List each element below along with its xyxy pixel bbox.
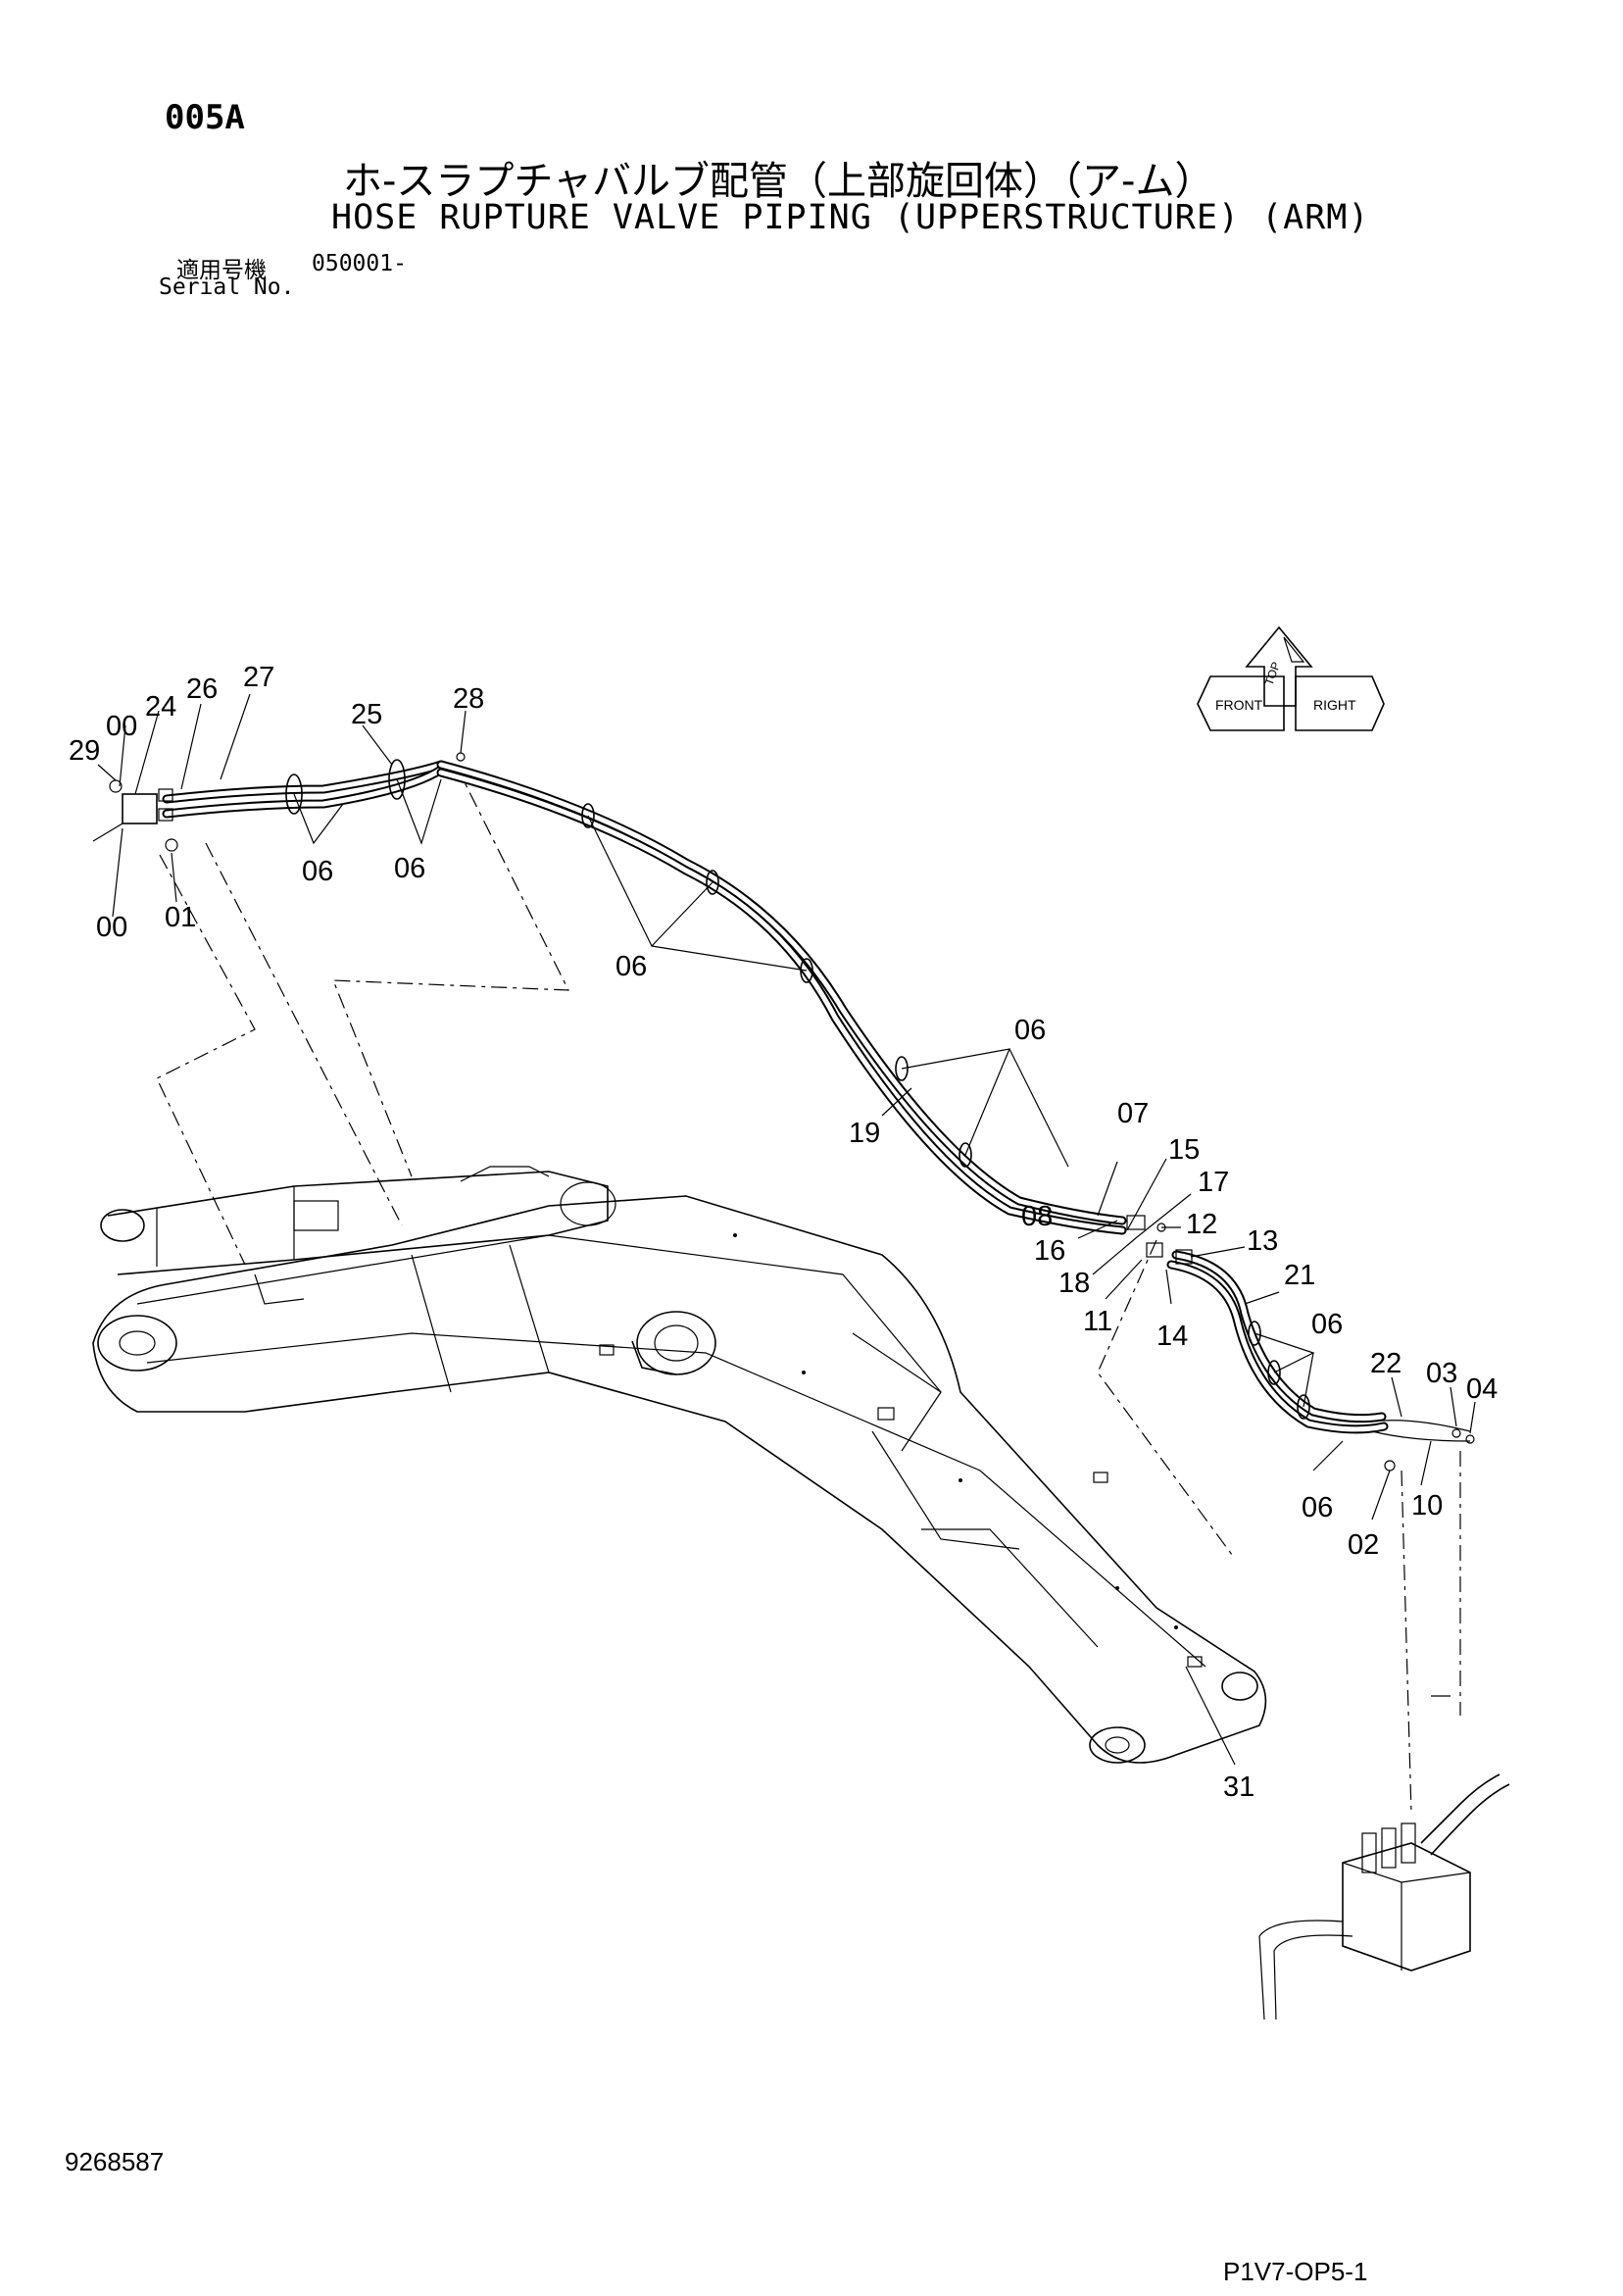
direction-indicator-icon: TOP FRONT RIGHT [1197,625,1385,731]
callout-18: 18 [1058,1268,1090,1299]
callout-06-e: 06 [1311,1309,1343,1340]
direction-front-label: FRONT [1215,697,1263,713]
callout-26: 26 [186,674,218,705]
part-callouts: 29 00 24 26 27 25 28 00 01 06 06 06 06 1… [69,662,1498,1803]
arm-structure [92,1166,1267,1764]
page-code: P1V7-OP5-1 [1223,2257,1368,2286]
callout-13: 13 [1247,1225,1278,1257]
callout-11: 11 [1083,1306,1112,1337]
callout-08: 08 [1021,1201,1053,1232]
title-japanese: ホ-スラプチャバルブ配管（上部旋回体）（ア-ム） [343,159,1214,204]
callout-12: 12 [1186,1209,1217,1240]
callout-01: 01 [165,902,196,933]
callout-31: 31 [1223,1772,1254,1803]
reference-lines [156,764,1461,1815]
callout-02: 02 [1348,1529,1379,1561]
callout-22: 22 [1370,1348,1402,1379]
callout-04: 04 [1466,1373,1498,1405]
callout-19: 19 [849,1118,880,1149]
callout-06-f: 06 [1302,1492,1333,1523]
callout-03: 03 [1426,1358,1457,1389]
document-number: 9268587 [65,2147,165,2176]
serial-label-english: Serial No. [159,275,295,300]
title-english: HOSE RUPTURE VALVE PIPING (UPPERSTRUCTUR… [331,198,1370,237]
callout-29: 29 [69,735,100,767]
callout-06-a: 06 [302,856,333,887]
callout-16: 16 [1034,1235,1065,1267]
callout-10: 10 [1411,1490,1443,1522]
callout-24: 24 [145,691,176,723]
section-code: 005A [165,98,245,137]
serial-label-japanese: 適用号機 [176,258,267,283]
callout-15: 15 [1168,1134,1200,1166]
callout-00-bottom: 00 [96,912,127,943]
callout-28: 28 [453,683,484,715]
callout-17: 17 [1198,1167,1229,1198]
direction-right-label: RIGHT [1313,697,1356,713]
callout-21: 21 [1284,1260,1315,1291]
callout-00-top: 00 [106,711,137,742]
callout-14: 14 [1156,1321,1188,1352]
callout-07: 07 [1117,1098,1149,1129]
serial-number-value: 050001- [312,251,407,276]
callout-leaders [97,693,1476,1766]
control-valve-assembly [1258,1773,1510,2021]
callout-06-d: 06 [1014,1015,1046,1046]
hose-routing [92,752,1475,1472]
callout-27: 27 [243,662,274,693]
direction-top-label: TOP [1262,660,1284,687]
callout-25: 25 [351,699,382,730]
callout-06-c: 06 [615,951,647,982]
callout-06-b: 06 [394,853,425,884]
